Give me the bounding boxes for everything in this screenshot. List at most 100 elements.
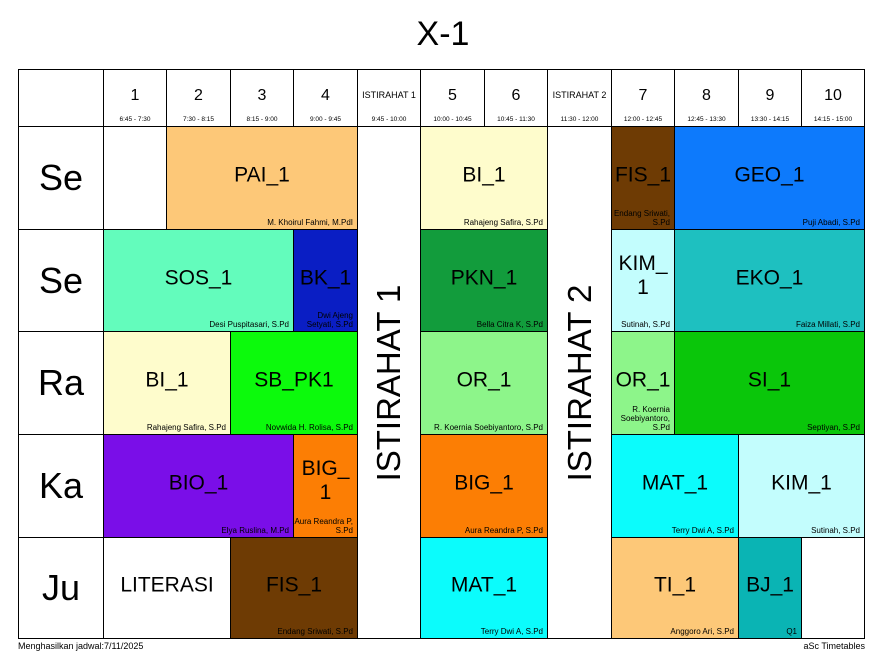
- lesson-card[interactable]: PAI_1 M. Khoirul Fahmi, M.PdI: [167, 127, 358, 230]
- lesson-subject: BK_1: [299, 266, 352, 290]
- day-label-4: Ka: [19, 435, 104, 538]
- lesson-subject: SB_PK1: [254, 368, 334, 392]
- period-time: 6:45 - 7:30: [119, 116, 151, 123]
- lesson-card[interactable]: BIO_1 Elya Ruslina, M.Pd: [104, 435, 294, 538]
- lesson-subject: BJ_1: [746, 573, 794, 597]
- period-header-3: 3 8:15 - 9:00: [231, 70, 294, 127]
- break-header-label: ISTIRAHAT 1: [362, 90, 416, 100]
- empty-slot: [104, 127, 167, 230]
- lesson-card[interactable]: SB_PK1 Novwida H. Rolisa, S.Pd: [231, 332, 358, 435]
- lesson-subject: OR_1: [456, 368, 512, 392]
- period-number: 9: [765, 87, 775, 104]
- lesson-teacher: Rahajeng Safira, S.Pd: [146, 423, 226, 432]
- period-time: 14:15 - 15:00: [813, 116, 853, 123]
- lesson-card[interactable]: KIM_1 Sutinah, S.Pd: [739, 435, 864, 538]
- lesson-card[interactable]: TI_1 Anggoro Ari, S.Pd: [612, 538, 739, 638]
- lesson-card[interactable]: BIG_1 Aura Reandra P, S.Pd: [294, 435, 358, 538]
- period-number: 3: [257, 87, 267, 104]
- lesson-card[interactable]: KIM_1 Sutinah, S.Pd: [612, 230, 675, 332]
- period-time: 7:30 - 8:15: [182, 116, 215, 123]
- lesson-teacher: Novwida H. Rolisa, S.Pd: [265, 423, 353, 432]
- day-label-1: Se: [19, 127, 104, 230]
- lesson-subject: BIG_1: [454, 471, 514, 495]
- period-header-4: 4 9:00 - 9:45: [294, 70, 358, 127]
- lesson-card[interactable]: BI_1 Rahajeng Safira, S.Pd: [104, 332, 231, 435]
- period-time: 10:45 - 11:30: [497, 116, 535, 123]
- lesson-card[interactable]: MAT_1 Terry Dwi A, S.Pd: [612, 435, 739, 538]
- period-header-2: 2 7:30 - 8:15: [167, 70, 231, 127]
- lesson-subject: KIM_1: [618, 251, 668, 299]
- lesson-subject: PKN_1: [450, 266, 518, 290]
- period-number: 7: [638, 87, 648, 104]
- period-number: 10: [824, 87, 842, 104]
- lesson-card[interactable]: BIG_1 Aura Reandra P, S.Pd: [421, 435, 548, 538]
- lesson-card[interactable]: EKO_1 Faiza Millati, S.Pd: [675, 230, 864, 332]
- lesson-subject: SI_1: [747, 368, 792, 392]
- period-header-break-1: ISTIRAHAT 1 9:45 - 10:00: [358, 70, 421, 127]
- lesson-teacher: Endang Sriwati, S.Pd: [277, 627, 353, 636]
- lesson-card[interactable]: SOS_1 Desi Puspitasari, S.Pd: [104, 230, 294, 332]
- lesson-teacher: Sutinah, S.Pd: [621, 320, 670, 329]
- lesson-card[interactable]: SI_1 Septiyan, S.Pd: [675, 332, 864, 435]
- period-number: 5: [448, 87, 457, 104]
- lesson-teacher: Anggoro Ari, S.Pd: [670, 627, 734, 636]
- break-label: ISTIRAHAT 2: [560, 284, 598, 481]
- empty-slot: [802, 538, 864, 638]
- lesson-subject: EKO_1: [735, 266, 804, 290]
- lesson-teacher: Puji Abadi, S.Pd: [802, 218, 860, 227]
- lesson-teacher: Septiyan, S.Pd: [807, 423, 860, 432]
- period-header-9: 9 13:30 - 14:15: [739, 70, 802, 127]
- day-label-2: Se: [19, 230, 104, 332]
- period-number: 4: [321, 87, 330, 104]
- lesson-card[interactable]: FIS_1 Endang Sriwati, S.Pd: [231, 538, 358, 638]
- day-label-3: Ra: [19, 332, 104, 435]
- lesson-teacher: Aura Reandra P, S.Pd: [294, 517, 353, 535]
- lesson-card[interactable]: GEO_1 Puji Abadi, S.Pd: [675, 127, 864, 230]
- brand-label: aSc Timetables: [803, 641, 865, 651]
- period-header-1: 1 6:45 - 7:30: [104, 70, 167, 127]
- lesson-card[interactable]: OR_1 R. Koernia Soebiyantoro, S.Pd: [612, 332, 675, 435]
- lesson-subject: KIM_1: [771, 471, 832, 495]
- lesson-teacher: R. Koernia Soebiyantoro, S.Pd: [620, 405, 670, 432]
- lesson-card[interactable]: BJ_1 Q1: [739, 538, 802, 638]
- lesson-subject: MAT_1: [641, 471, 709, 495]
- lesson-teacher: Dwi Ajeng Setyati, S.Pd: [306, 311, 353, 329]
- lesson-card[interactable]: LITERASI: [104, 538, 231, 638]
- break-column-2: ISTIRAHAT 2: [548, 127, 612, 638]
- lesson-card[interactable]: OR_1 R. Koernia Soebiyantoro, S.Pd: [421, 332, 548, 435]
- lesson-subject: PAI_1: [234, 163, 290, 187]
- lesson-teacher: Bella Citra K, S.Pd: [476, 320, 543, 329]
- period-header-7: 7 12:00 - 12:45: [612, 70, 675, 127]
- generated-date: Menghasilkan jadwal:7/11/2025: [18, 641, 144, 651]
- lesson-card[interactable]: BI_1 Rahajeng Safira, S.Pd: [421, 127, 548, 230]
- period-time: 12:00 - 12:45: [623, 116, 663, 123]
- lesson-teacher: Elya Ruslina, M.Pd: [221, 526, 289, 535]
- period-number: 1: [130, 87, 140, 104]
- lesson-subject: FIS_1: [614, 163, 672, 187]
- lesson-teacher: Aura Reandra P, S.Pd: [464, 526, 543, 535]
- period-time: 9:00 - 9:45: [309, 116, 342, 123]
- period-time: 11:30 - 12:00: [560, 116, 599, 123]
- lesson-card[interactable]: MAT_1 Terry Dwi A, S.Pd: [421, 538, 548, 638]
- lesson-teacher: M. Khoirul Fahmi, M.PdI: [267, 218, 353, 227]
- lesson-subject: GEO_1: [734, 163, 805, 187]
- period-number: 2: [194, 87, 203, 104]
- period-header-break-2: ISTIRAHAT 2 11:30 - 12:00: [548, 70, 612, 127]
- period-header-10: 10 14:15 - 15:00: [802, 70, 864, 127]
- lesson-card[interactable]: BK_1 Dwi Ajeng Setyati, S.Pd: [294, 230, 358, 332]
- lesson-teacher: Terry Dwi A, S.Pd: [480, 627, 543, 636]
- lesson-card[interactable]: PKN_1 Bella Citra K, S.Pd: [421, 230, 548, 332]
- lesson-subject: TI_1: [653, 573, 697, 597]
- period-time: 12:45 - 13:30: [687, 116, 726, 123]
- period-number: 6: [511, 87, 521, 104]
- lesson-teacher: Faiza Millati, S.Pd: [795, 320, 860, 329]
- lesson-teacher: Terry Dwi A, S.Pd: [671, 526, 734, 535]
- lesson-teacher: R. Koernia Soebiyantoro, S.Pd: [434, 423, 543, 432]
- break-column-1: ISTIRAHAT 1: [358, 127, 421, 638]
- period-header-6: 6 10:45 - 11:30: [485, 70, 548, 127]
- lesson-card[interactable]: FIS_1 Endang Sriwati, S.Pd: [612, 127, 675, 230]
- period-time: 9:45 - 10:00: [371, 116, 407, 123]
- lesson-subject: OR_1: [615, 368, 671, 392]
- period-time: 13:30 - 14:15: [750, 116, 790, 123]
- corner-cell: [19, 70, 104, 127]
